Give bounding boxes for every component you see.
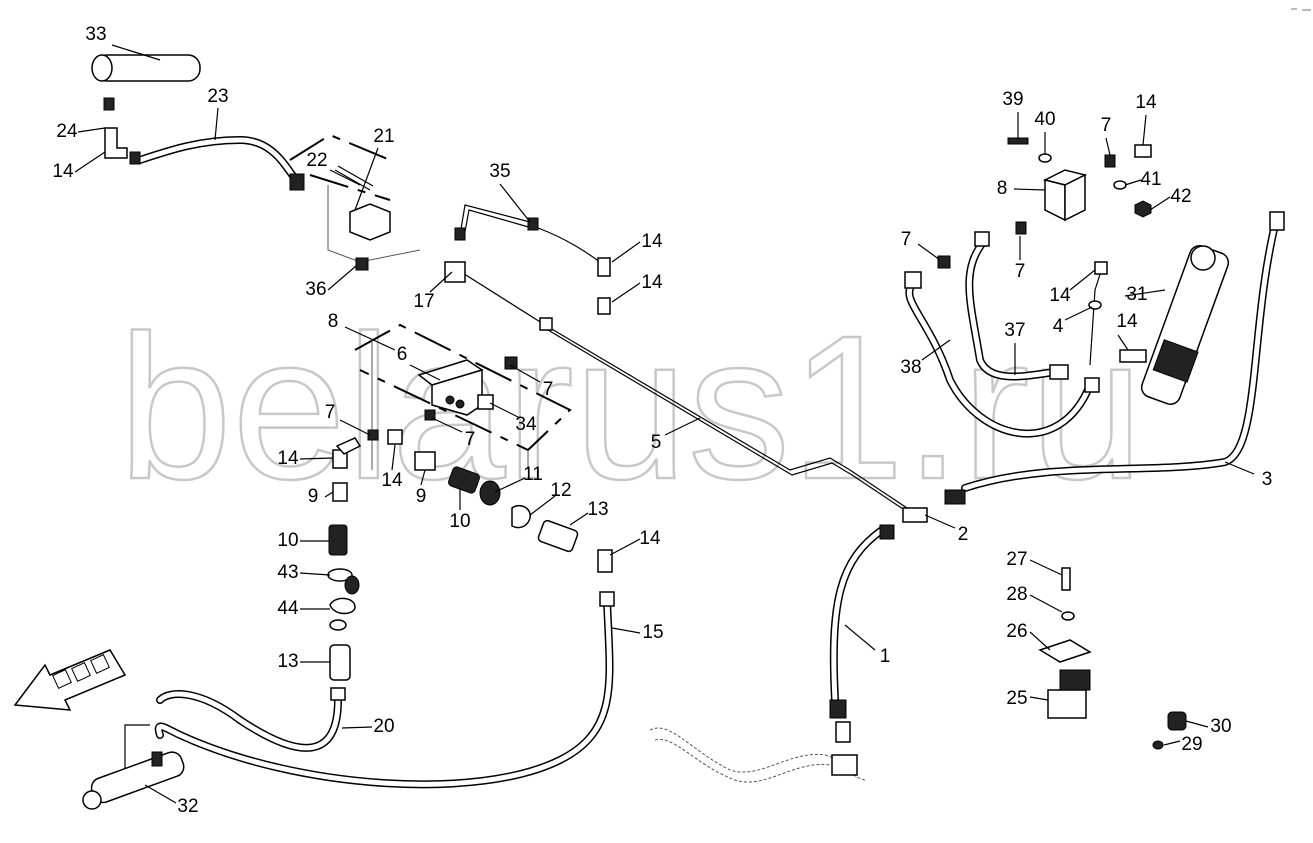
valve-block-6 [417, 359, 494, 416]
part-label: 3 [1262, 469, 1273, 490]
part-label: 8 [328, 311, 339, 332]
part-labels: 33 23 24 14 21 22 36 35 14 14 17 8 6 7 3… [52, 24, 1272, 817]
part-label: 14 [277, 448, 299, 469]
part-label: 9 [416, 486, 427, 507]
part-label: 14 [639, 528, 661, 549]
part-label: 6 [397, 344, 408, 365]
part-label: 14 [1049, 285, 1071, 306]
part-label: 21 [373, 126, 394, 147]
part-label: 7 [465, 429, 476, 450]
part-label: 27 [1006, 549, 1027, 570]
cylinder-31 [1140, 245, 1230, 405]
cylinder-32 [82, 751, 185, 810]
part-label: 26 [1006, 621, 1027, 642]
part-label: 33 [85, 24, 106, 45]
part-label: 14 [641, 231, 663, 252]
part-label: 15 [642, 622, 663, 643]
part-label: 13 [277, 651, 298, 672]
part-label: 25 [1006, 688, 1027, 709]
part-label: 2 [958, 524, 969, 545]
tubes [124, 204, 1103, 790]
corner-mark [1291, 8, 1311, 11]
part-label: 5 [651, 432, 662, 453]
part-label: 14 [1135, 92, 1157, 113]
part-label: 31 [1126, 284, 1147, 305]
part-label: 34 [515, 414, 537, 435]
watermark: belarus1.ru [118, 293, 1144, 522]
part-label: 7 [901, 229, 912, 250]
part-label: 38 [900, 357, 921, 378]
part-label: 7 [543, 379, 554, 400]
part-label: 9 [308, 486, 319, 507]
part-label: 29 [1181, 734, 1202, 755]
part-label: 4 [1053, 316, 1064, 337]
part-label: 23 [207, 86, 228, 107]
part-label: 30 [1210, 716, 1231, 737]
part-label: 32 [177, 796, 198, 817]
part-label: 36 [305, 279, 326, 300]
part-label: 7 [1101, 115, 1112, 136]
clamp-25-26 [1038, 567, 1092, 719]
part-label: 40 [1034, 109, 1055, 130]
part-label: 39 [1002, 89, 1023, 110]
part-label: 42 [1170, 186, 1191, 207]
part-label: 20 [373, 716, 394, 737]
part-label: 1 [880, 646, 891, 667]
part-label: 44 [277, 598, 299, 619]
cylinder-33 [91, 54, 201, 82]
part-label: 28 [1006, 584, 1027, 605]
part-label: 14 [1116, 311, 1138, 332]
leader-lines [74, 44, 1255, 804]
valve-block-8 [1042, 169, 1088, 222]
parts [82, 54, 1285, 810]
part-label: 24 [56, 121, 78, 142]
part-label: 37 [1004, 320, 1025, 341]
assembly-outlines [289, 133, 572, 470]
part-label: 22 [306, 150, 327, 171]
part-label: 41 [1140, 169, 1161, 190]
part-label: 10 [449, 511, 470, 532]
part-label: 11 [523, 464, 543, 485]
part-label: 14 [641, 272, 663, 293]
part-label: 8 [997, 178, 1008, 199]
part-label: 7 [325, 402, 336, 423]
part-label: 35 [489, 161, 510, 182]
part-label: 10 [277, 530, 298, 551]
part-label: 13 [587, 499, 608, 520]
part-label: 12 [550, 480, 571, 501]
part-label: 14 [381, 470, 403, 491]
part-label: 14 [52, 161, 74, 182]
part-label: 17 [413, 291, 434, 312]
part-label: 43 [277, 562, 298, 583]
part-label: 7 [1015, 261, 1026, 282]
direction-arrow-icon [13, 649, 127, 711]
